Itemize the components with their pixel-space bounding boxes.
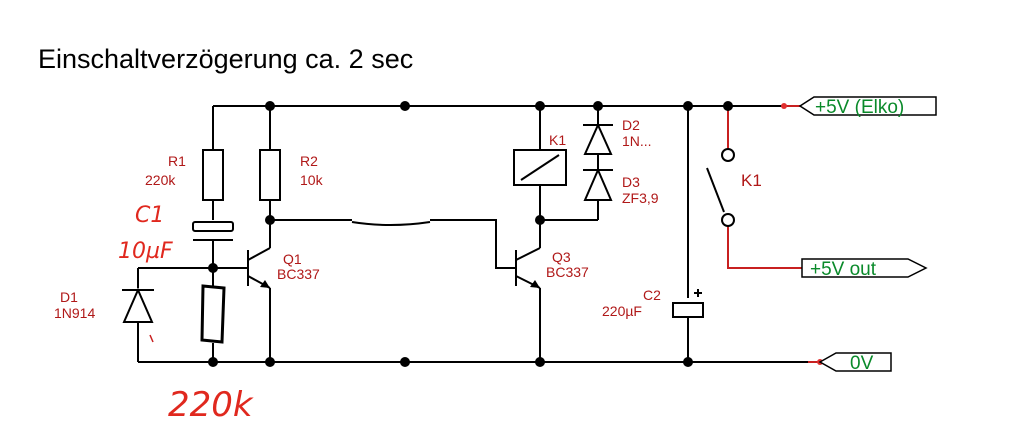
junction-dot <box>400 357 410 367</box>
c2-ref: C2 <box>643 287 661 303</box>
junction-dot <box>535 357 545 367</box>
junction-dot <box>723 101 733 111</box>
junction-dot <box>535 215 545 225</box>
relay-coil-k1: K1 <box>513 132 567 186</box>
capacitor-c2: C2 220µF <box>602 287 704 319</box>
wires <box>137 105 820 363</box>
d1-ref: D1 <box>60 289 78 305</box>
d2-ref: D2 <box>622 117 640 133</box>
junction-dot <box>208 357 218 367</box>
port-vin: +5V (Elko) <box>798 96 937 118</box>
junctions <box>208 101 823 367</box>
d1-wire <box>137 267 213 362</box>
k1-coil-ref: K1 <box>549 132 566 148</box>
d3-value: ZF3,9 <box>622 190 659 206</box>
r2-ref: R2 <box>300 153 318 169</box>
r2-value: 10k <box>300 172 324 188</box>
d2-value: 1N... <box>622 133 652 149</box>
d1-value: 1N914 <box>54 305 95 321</box>
port-vout-label: +5V out <box>810 259 877 280</box>
c2-value: 220µF <box>602 303 642 319</box>
pin-dot <box>781 103 787 109</box>
junction-dot <box>265 101 275 111</box>
schematic-title: Einschaltverzögerung ca. 2 sec <box>38 44 413 74</box>
transistor-q3: Q3 BC337 <box>504 247 589 289</box>
resistor-r2: R2 10k <box>259 149 324 201</box>
q3-ref: Q3 <box>552 249 571 265</box>
port-vout: +5V out <box>801 258 928 280</box>
q1-ref: Q1 <box>283 251 302 267</box>
d3-ref: D3 <box>622 174 640 190</box>
resistor-value-handwritten: 220k <box>168 385 254 425</box>
c1-value-handwritten: 10µF <box>118 239 173 264</box>
junction-dot <box>208 263 218 273</box>
k1-contact-wire <box>727 106 808 269</box>
port-vin-label: +5V (Elko) <box>815 97 904 118</box>
q1-value: BC337 <box>277 266 320 282</box>
zener-diode-d3: D3 ZF3,9 <box>583 167 659 206</box>
resistor-r1: R1 220k <box>145 149 224 201</box>
port-gnd-label: 0V <box>850 353 874 374</box>
capacitor-c1: C1 10µF <box>118 203 234 264</box>
r1-ref: R1 <box>168 153 186 169</box>
c1-ref-handwritten: C1 <box>135 203 164 228</box>
junction-dot <box>535 101 545 111</box>
coll-link-hand <box>351 221 431 226</box>
q3-value: BC337 <box>546 264 589 280</box>
coll-link-b <box>430 219 504 269</box>
junction-dot <box>265 357 275 367</box>
diode-d1: D1 1N914 <box>54 287 154 343</box>
r1-value: 220k <box>145 172 176 188</box>
diode-d2: D2 1N... <box>583 117 652 155</box>
junction-dot <box>265 215 275 225</box>
junction-dot <box>593 101 603 111</box>
junction-dot <box>400 101 410 111</box>
junction-dot <box>683 357 693 367</box>
resistor-handdrawn: 220k <box>168 284 254 425</box>
junction-dot <box>683 101 693 111</box>
k1-contact-ref: K1 <box>741 171 762 190</box>
port-gnd: 0V <box>818 352 892 374</box>
relay-contact-k1: K1 <box>706 148 762 227</box>
transistor-q1: Q1 BC337 <box>247 247 320 289</box>
